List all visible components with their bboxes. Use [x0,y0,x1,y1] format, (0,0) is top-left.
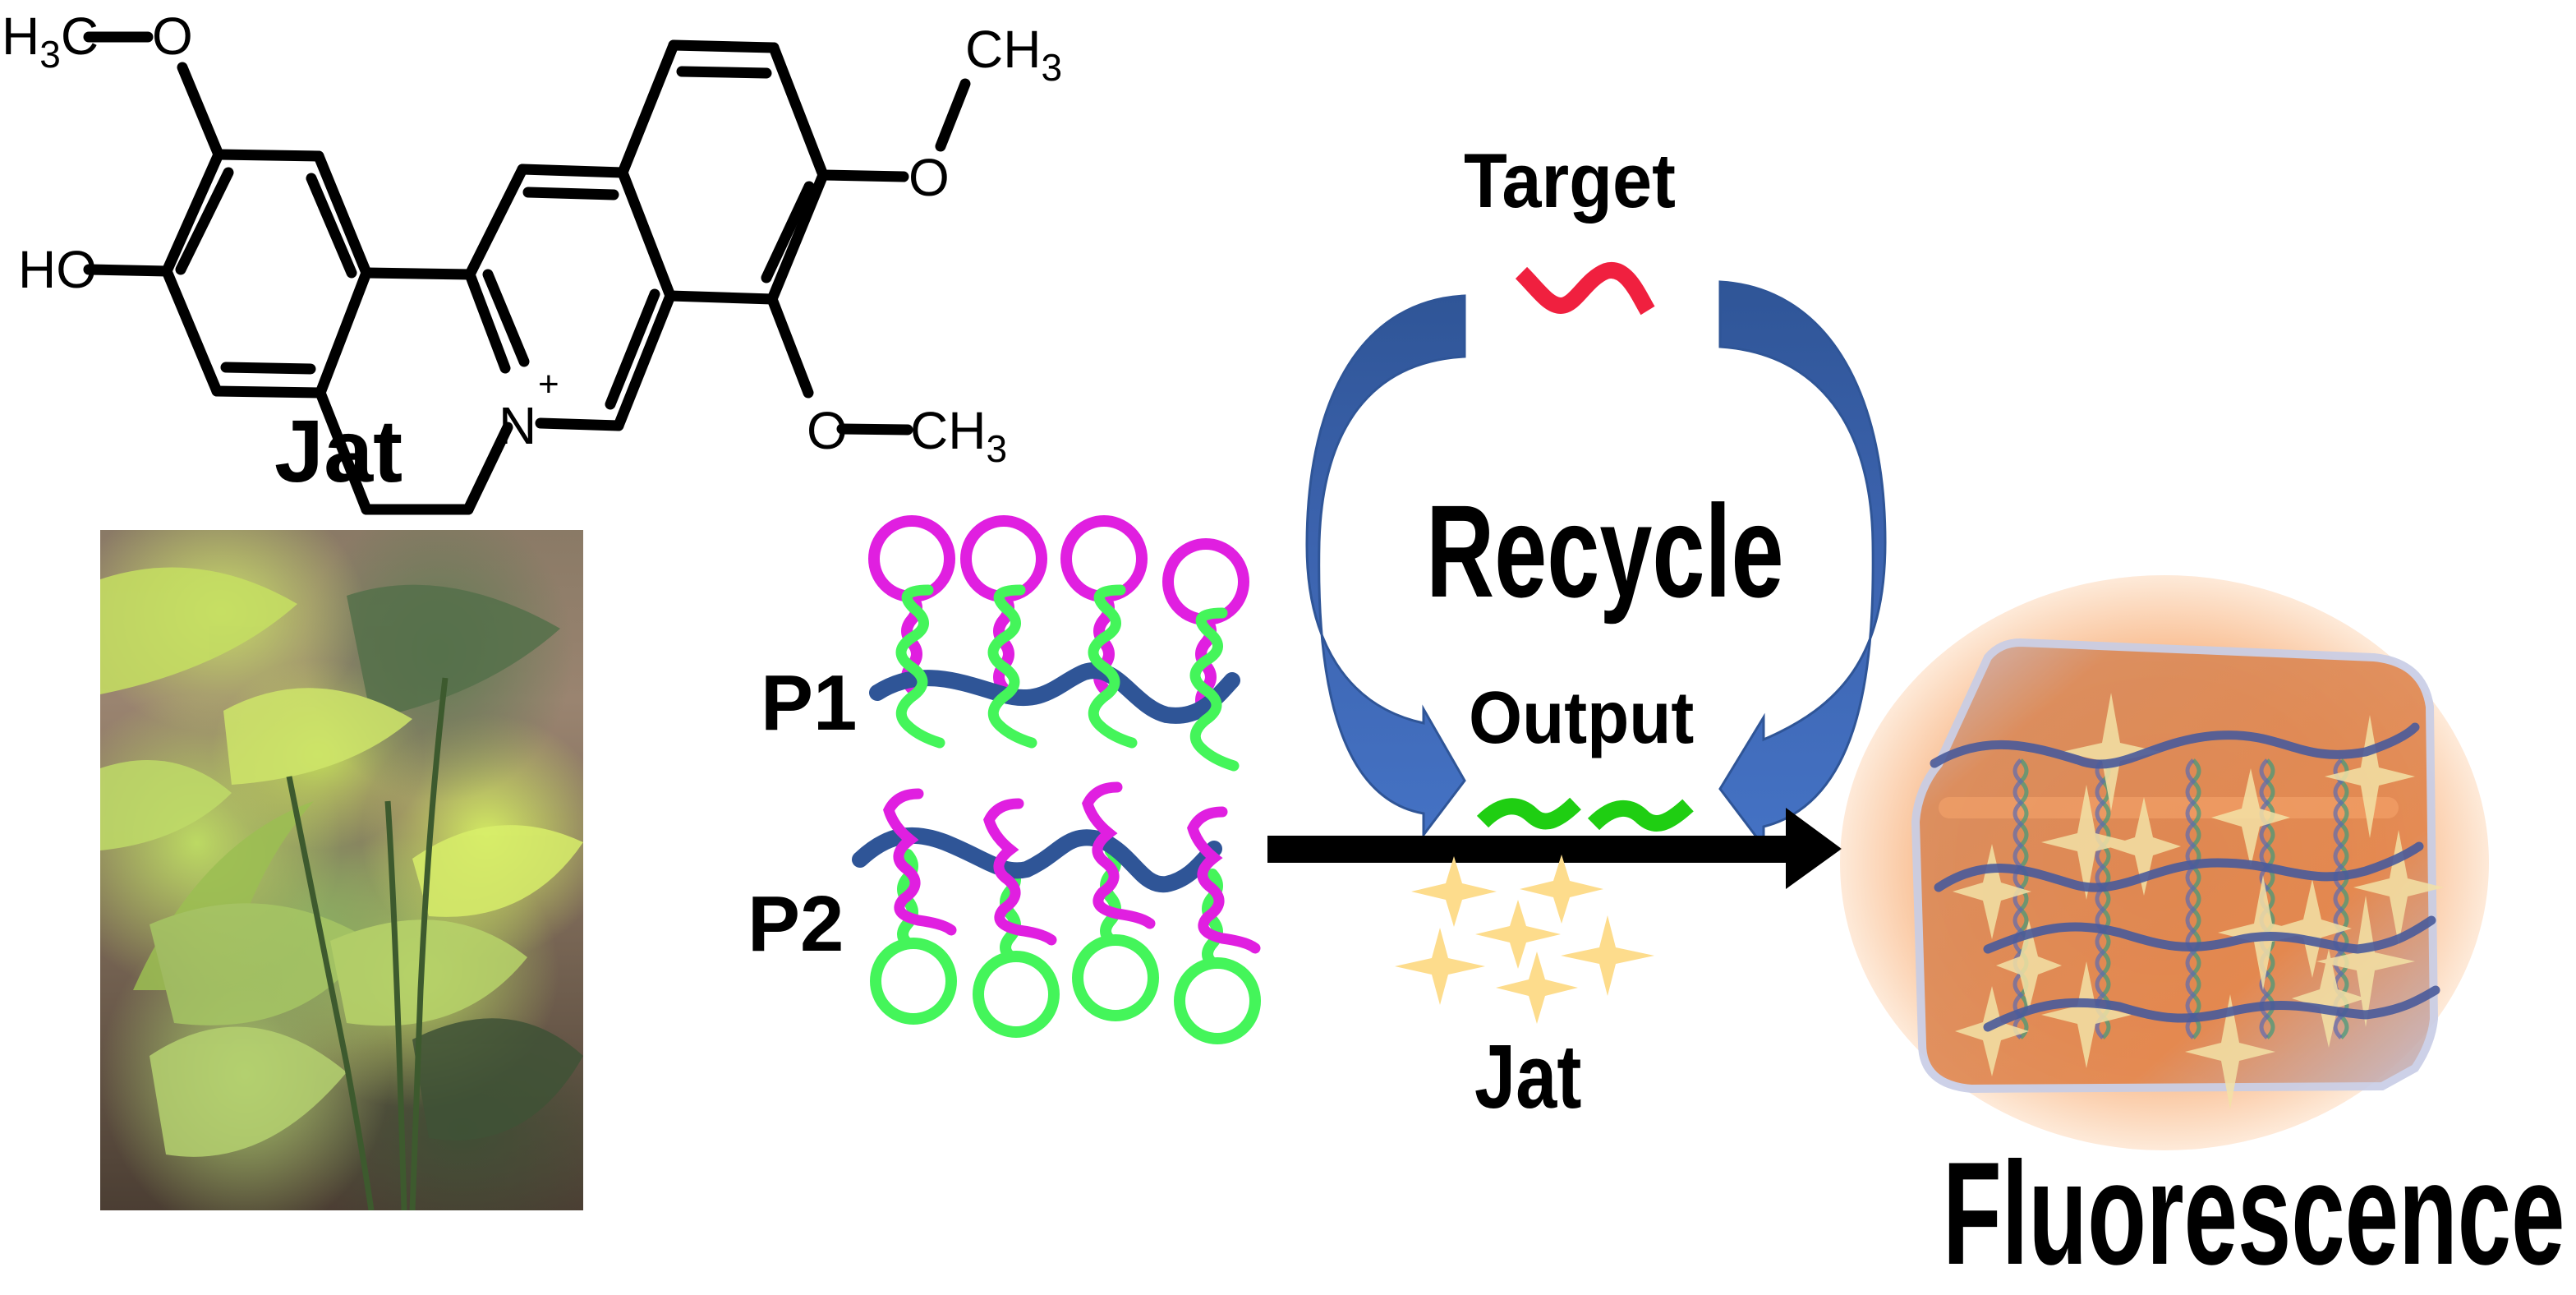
plant-leaves-illustration [100,567,583,1210]
sparkle-icon [1475,900,1561,969]
p1-green-strands [895,584,1240,772]
jat-reagent-label: Jat [1474,1026,1582,1127]
jat-sparkles [1395,855,1654,1024]
gel-dna-helix [2190,758,2201,1039]
p2-magenta-strands [883,781,1261,954]
probe-p1-label: P1 [761,659,858,747]
p1-backbone [869,662,1240,724]
output-label: Output [1469,677,1695,759]
molecule-bonds [83,31,971,515]
atom-label-o-right: O [908,148,950,207]
gel-backbone [1934,841,2424,892]
gel-dna-helix [2017,758,2029,1039]
gel-sparkle-icon [2211,768,2290,867]
p2-backbone [852,827,1222,893]
target-label: Target [1464,137,1676,224]
atom-label-ch3-bottom: CH3 [910,401,1007,470]
molecule-atom-labels: H3C O HO N + O CH3 O CH3 [2,7,1062,470]
fluorescence-label: Fluorescence [1943,1131,2565,1295]
output-strand-icon [1476,797,1581,830]
target-strand-icon [1515,262,1655,316]
sparkle-icon [1520,855,1603,924]
atom-label-ho: HO [18,240,97,299]
gel-sparkle-icon [2041,961,2132,1068]
gel-sparkle-icon [2292,949,2366,1048]
gel-dna-helix [2264,758,2275,1039]
gel-sparkle-icon [2273,879,2352,978]
gel-backbone [1983,915,2436,954]
gel-backbone [1983,985,2440,1032]
output-strand-icon [1587,799,1694,832]
sparkle-icon [1561,915,1654,996]
atom-label-n: N [499,396,536,455]
gel-sparkle-icon [2041,785,2132,900]
sparkle-icon [1496,952,1578,1024]
gel-sparkle-icon [1955,986,2029,1076]
gel-dna-helix [2095,758,2106,1039]
atom-label-o-top-left: O [152,7,193,66]
gel-sparkle-icon [1996,920,2062,1011]
atom-label-h3c: H3C [2,7,99,76]
hydrogel-backbones [1930,722,2440,1032]
gel-sparkle-icon [2325,715,2415,838]
gel-dna-helix [2100,758,2111,1039]
probe-p2-label: P2 [748,880,844,968]
gel-dna-helix [2012,758,2024,1039]
atom-label-ch3-top-right: CH3 [965,20,1062,89]
gel-dna-helix [2185,758,2196,1039]
probe-p2 [852,781,1261,1044]
gel-sparkle-icon [1953,844,2031,939]
atom-label-o-bottom: O [807,401,848,460]
gel-backbone [1930,722,2420,769]
sparkle-icon [1411,856,1497,927]
gel-sparkle-icon [2185,994,2275,1109]
molecule-name-label: Jat [274,401,403,500]
gel-sparkle-icon [2353,830,2444,945]
recycle-arrow-left [1305,294,1466,839]
probe-p1 [868,515,1249,772]
recycle-label: Recycle [1426,477,1784,624]
hydrogel-highlight [1939,797,2399,818]
plant-photo [100,530,583,1210]
gel-sparkle-icon [2062,693,2160,811]
gel-sparkle-icon [2107,797,2181,896]
gel-sparkle-icon [2316,896,2415,1027]
atom-label-charge: + [538,364,559,404]
reaction-arrow [1267,808,1842,889]
double-bond-inner [306,173,357,279]
sparkle-icon [1395,928,1485,1005]
